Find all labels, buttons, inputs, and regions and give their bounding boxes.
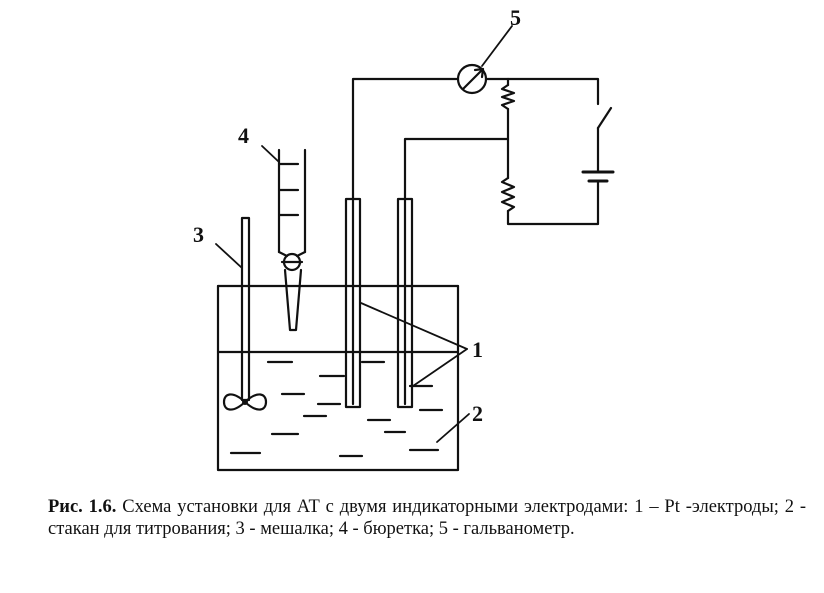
leader-beaker: [436, 413, 470, 443]
label-stirrer: 3: [193, 222, 204, 247]
liquid-dashes: [229, 360, 444, 458]
circuit-wiring: [351, 77, 600, 226]
figure-caption: Рис. 1.6. Схема установки для АТ с двумя…: [0, 496, 806, 540]
battery-icon: [581, 170, 615, 188]
leader-electrode-right: [412, 348, 468, 387]
burette: [277, 148, 307, 332]
pt-electrode-right: [396, 197, 414, 409]
caption-text: Схема установки для АТ с двумя индикатор…: [48, 497, 806, 539]
pt-electrode-left: [344, 197, 362, 409]
leader-stirrer: [215, 243, 243, 269]
label-galvanometer: 5: [510, 5, 521, 30]
stirrer: [222, 216, 268, 411]
label-electrodes: 1: [472, 337, 483, 362]
caption-prefix: Рис. 1.6.: [48, 497, 117, 517]
label-burette: 4: [238, 123, 249, 148]
galvanometer-icon: [456, 63, 488, 95]
switch-icon: [596, 106, 613, 130]
leader-electrode-left: [360, 302, 468, 350]
leader-galvanometer: [481, 25, 513, 67]
diagram-apparatus: 5 4 3 1 2: [193, 5, 615, 472]
label-beaker: 2: [472, 401, 483, 426]
leader-burette: [261, 145, 280, 163]
titration-beaker: [216, 284, 460, 472]
